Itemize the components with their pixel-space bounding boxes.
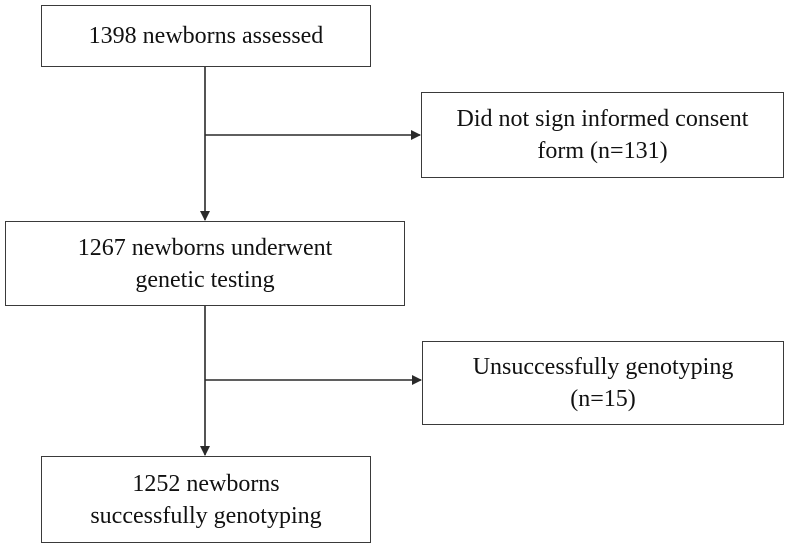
node-no-consent-line-2: form (n=131) [537,138,668,164]
node-unsuccessful-genotyping-line-1: Unsuccessfully genotyping [472,354,734,380]
node-newborns-assessed: 1398 newborns assessed [41,5,371,67]
node-no-consent: Did not sign informed consent form (n=13… [421,92,784,178]
node-unsuccessful-genotyping-line-2: (n=15) [570,386,636,412]
node-successful-genotyping-line-2: successfully genotyping [90,502,322,529]
node-genetic-testing-line-2: genetic testing [135,266,275,293]
node-genetic-testing: 1267 newborns underwent genetic testing [5,221,405,306]
node-genetic-testing-line-1: 1267 newborns underwent [77,234,333,261]
node-no-consent-line-1: Did not sign informed consent [456,106,749,132]
node-newborns-assessed-line-1: 1398 newborns assessed [88,23,324,49]
node-successful-genotyping-line-1: 1252 newborns [132,470,280,497]
node-unsuccessful-genotyping: Unsuccessfully genotyping (n=15) [422,341,784,425]
node-successful-genotyping: 1252 newborns successfully genotyping [41,456,371,543]
